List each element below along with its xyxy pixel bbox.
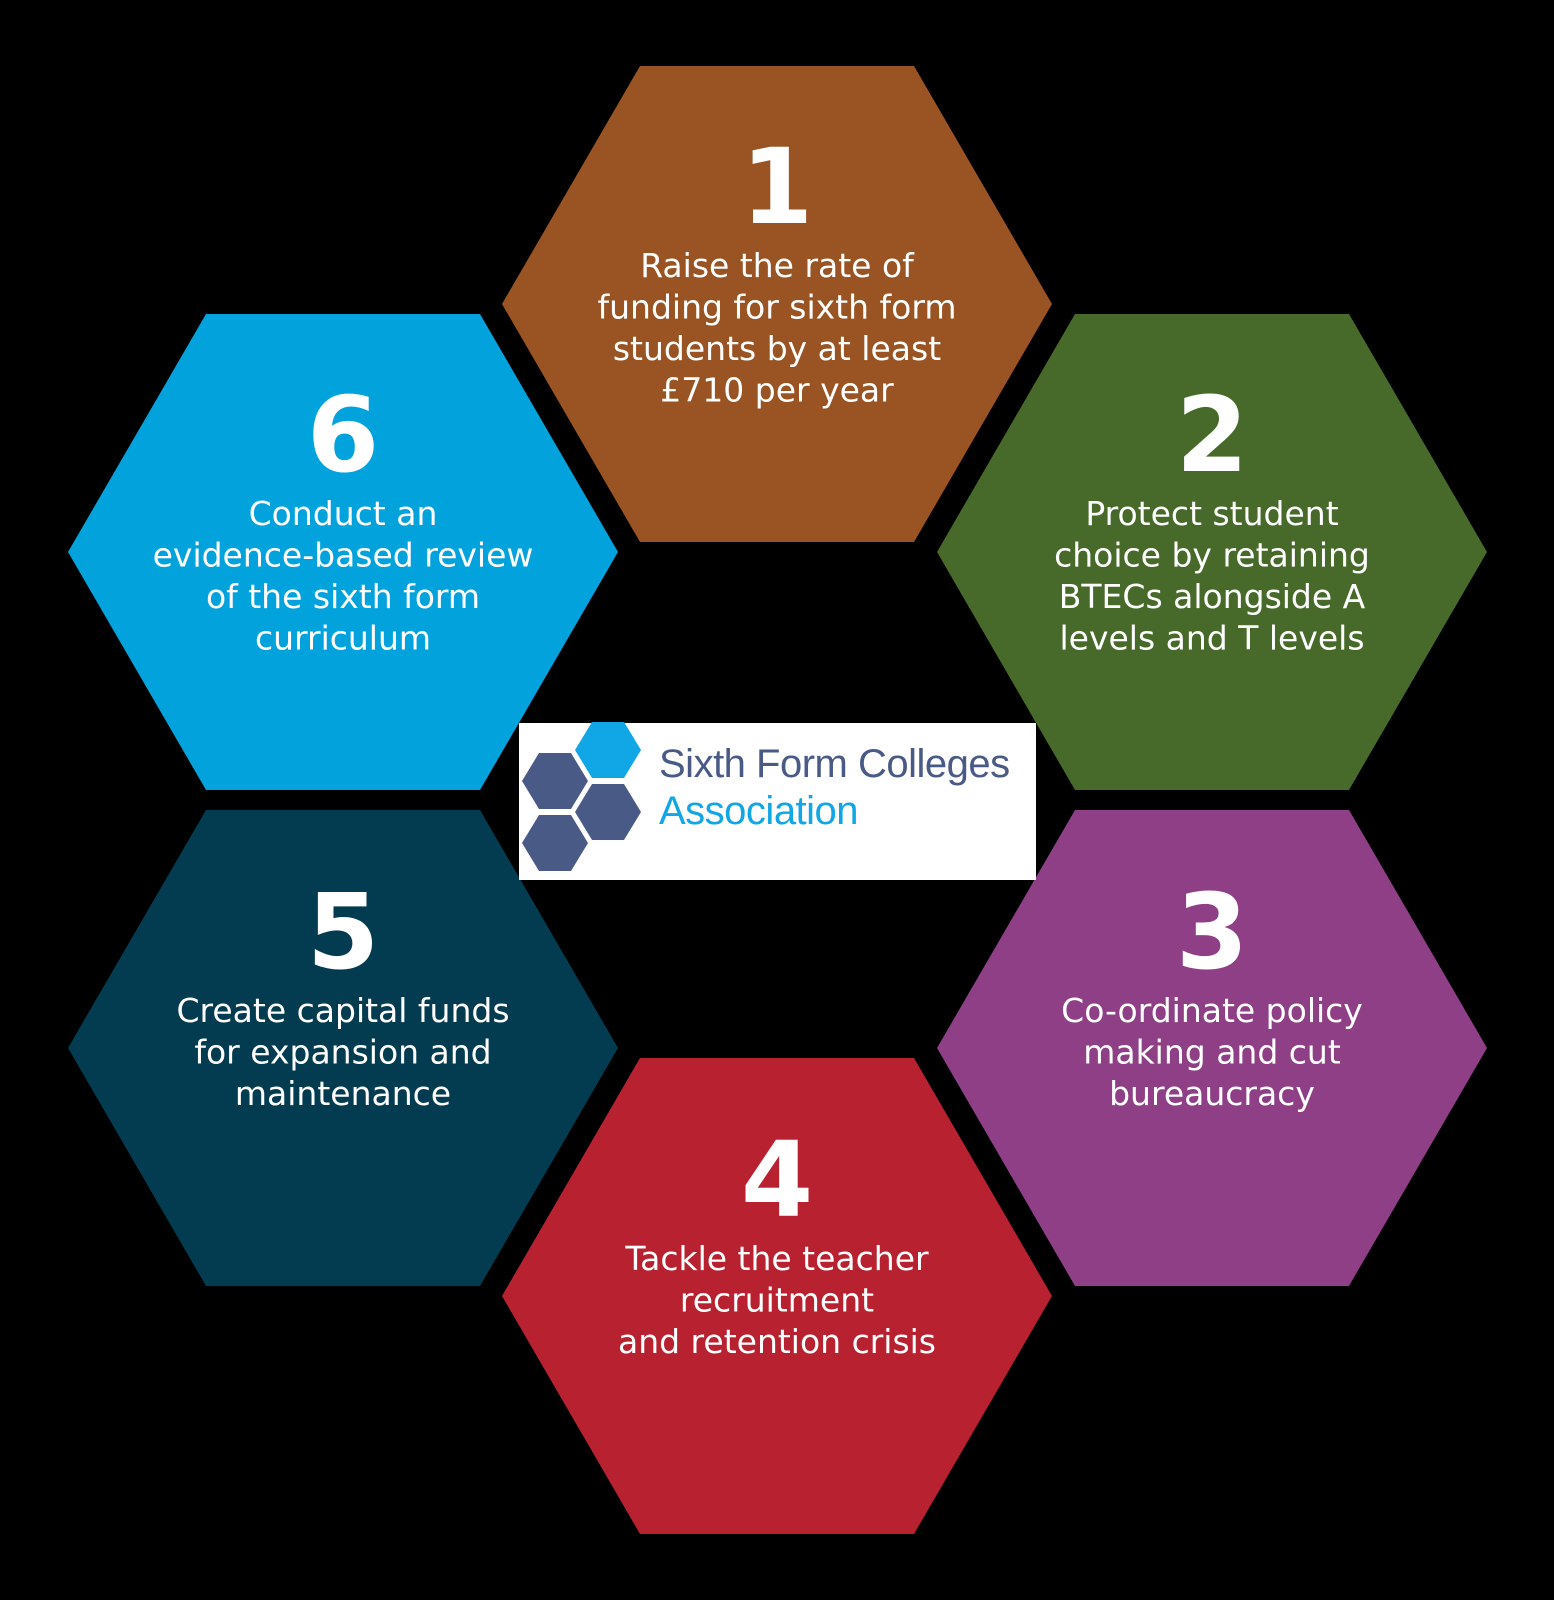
priority-text-line: Co-ordinate policy	[1061, 991, 1363, 1030]
logo-hexagon-dark-icon	[522, 815, 588, 871]
priority-text-line: Tackle the teacher	[624, 1239, 929, 1278]
priority-text-line: BTECs alongside A	[1059, 577, 1366, 616]
priority-text-line: Raise the rate of	[640, 246, 915, 285]
logo-hexagon-dark-icon	[522, 753, 588, 809]
priority-text-line: Protect student	[1085, 494, 1338, 533]
priority-text-line: making and cut	[1083, 1032, 1341, 1071]
priority-text-line: recruitment	[680, 1280, 874, 1319]
logo-title-line-1: Sixth Form Colleges	[659, 742, 1010, 786]
priority-text-line: choice by retaining	[1054, 536, 1370, 575]
priority-text-line: bureaucracy	[1109, 1074, 1315, 1113]
priority-text-line: levels and T levels	[1059, 619, 1364, 658]
priority-text-line: maintenance	[235, 1074, 451, 1113]
priority-text-line: curriculum	[255, 619, 431, 658]
logo-title-line-2: Association	[659, 789, 858, 833]
priority-number: 6	[307, 374, 379, 496]
priority-text-line: evidence-based review	[153, 536, 534, 575]
hexagon-shape	[68, 314, 618, 790]
hexagon-shape	[937, 810, 1487, 1286]
priority-number: 3	[1176, 871, 1248, 993]
priority-text-line: funding for sixth form	[598, 288, 957, 327]
priority-text-line: Conduct an	[249, 494, 438, 533]
priority-number: 1	[741, 126, 813, 248]
sixth-form-colleges-association-logo: Sixth Form Colleges Association	[519, 722, 1036, 880]
hexagon-shape	[502, 66, 1052, 542]
priority-text-line: for expansion and	[194, 1032, 491, 1071]
priority-text-line: £710 per year	[660, 371, 894, 410]
priority-text-line: and retention crisis	[618, 1322, 936, 1361]
priority-text-line: students by at least	[613, 329, 941, 368]
priority-text-line: of the sixth form	[206, 577, 480, 616]
priority-text-line: Create capital funds	[176, 991, 509, 1030]
priority-number: 5	[307, 871, 379, 993]
logo-hexagon-dark-icon	[575, 784, 641, 840]
priority-number: 4	[741, 1119, 813, 1241]
hexagon-shape	[502, 1058, 1052, 1534]
logo-hexagon-light-icon	[575, 722, 641, 778]
hexagon-shape	[937, 314, 1487, 790]
hexagon-shape	[68, 810, 618, 1286]
priority-number: 2	[1176, 374, 1248, 496]
